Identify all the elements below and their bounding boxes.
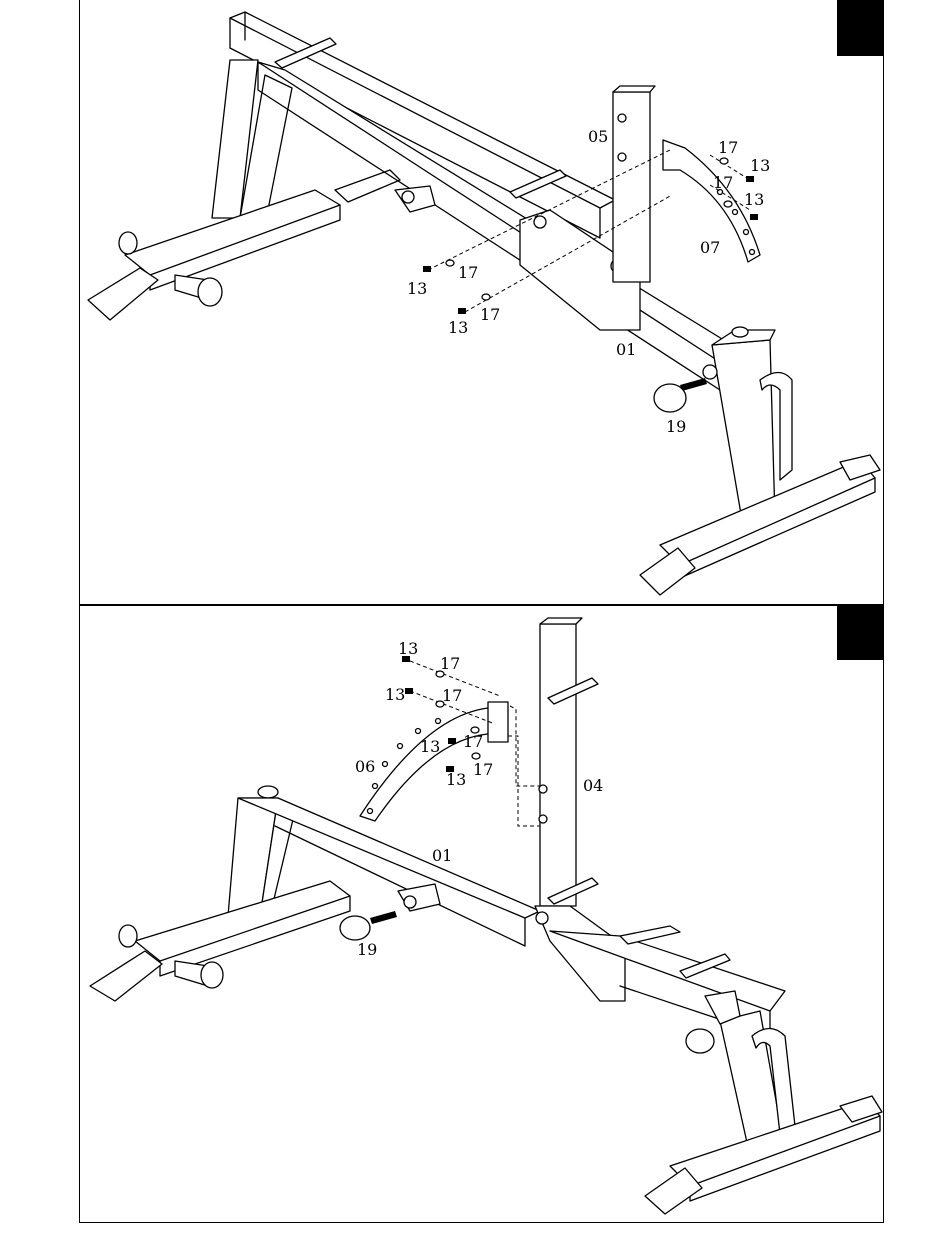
- washer-17a: [446, 260, 454, 266]
- label-13c: 13: [750, 156, 770, 175]
- label-13a: 13: [398, 639, 418, 658]
- adjust-lever: [395, 186, 435, 212]
- bolt-13c: [448, 738, 456, 744]
- label-04: 04: [583, 776, 603, 795]
- label-13d: 13: [744, 190, 764, 209]
- front-leg: [712, 340, 775, 520]
- label-19: 19: [666, 417, 686, 436]
- label-13b: 13: [448, 318, 468, 337]
- label-17d: 17: [473, 760, 493, 779]
- label-17b: 17: [480, 305, 500, 324]
- label-13c: 13: [420, 737, 440, 756]
- label-17a: 17: [440, 654, 460, 673]
- assembly-step-2-panel: 13 17 13 17 13 17 13 17 06 04 01 19: [79, 605, 884, 1223]
- label-05: 05: [588, 127, 608, 146]
- washer-17d: [724, 201, 732, 207]
- bolt-13c: [746, 176, 754, 182]
- label-17d: 17: [713, 173, 733, 192]
- label-19: 19: [357, 940, 377, 959]
- knob-19: [654, 384, 686, 412]
- label-01: 01: [616, 340, 636, 359]
- label-13d: 13: [446, 770, 466, 789]
- upright-04: [540, 624, 576, 906]
- rear-base-foot: [90, 951, 162, 1001]
- label-07: 07: [700, 238, 720, 257]
- knob-19-shaft: [370, 911, 397, 924]
- label-01: 01: [432, 846, 452, 865]
- label-17a: 17: [458, 263, 478, 282]
- label-17c: 17: [718, 138, 738, 157]
- washer-17d: [472, 753, 480, 759]
- front-knob: [686, 1029, 714, 1053]
- rear-base-foot: [88, 268, 158, 320]
- assembly-step-1-panel: 05 01 07 13 17 13 17 17 13 17 13 19: [79, 0, 884, 605]
- label-17b: 17: [442, 686, 462, 705]
- knob-19: [340, 916, 370, 940]
- label-13a: 13: [407, 279, 427, 298]
- bolt-13b: [458, 308, 466, 314]
- bolt-13d: [750, 214, 758, 220]
- label-06: 06: [355, 757, 375, 776]
- rear-wheel: [119, 232, 137, 254]
- washer-17b: [482, 294, 490, 300]
- bolt-13b: [405, 688, 413, 694]
- label-13b: 13: [385, 685, 405, 704]
- rear-wheel: [119, 925, 137, 947]
- step-2-drawing: 13 17 13 17 13 17 13 17 06 04 01 19: [80, 606, 884, 1223]
- step-1-drawing: 05 01 07 13 17 13 17 17 13 17 13 19: [80, 0, 884, 605]
- rear-right-foot: [335, 170, 400, 202]
- washer-17c: [720, 158, 728, 164]
- knob-19-shaft: [680, 378, 707, 391]
- label-17c: 17: [463, 732, 483, 751]
- bolt-13a: [423, 266, 431, 272]
